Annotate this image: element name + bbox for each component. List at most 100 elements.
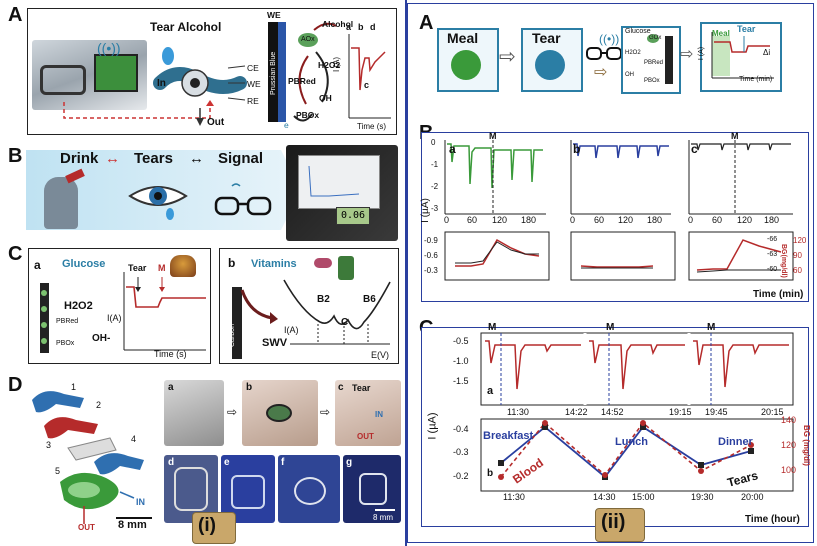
eye-icon [128,186,188,220]
plate-icon [451,50,481,80]
out-label: Out [207,117,225,128]
wifi-icon: ((•)) [97,40,121,56]
c-time-label: Time (s) [154,349,187,359]
gox-label: GOx [649,35,662,41]
photo-f [278,455,340,523]
result-tear: Tear [737,24,756,34]
ii-b-xa0: 0 [444,215,450,225]
swv-arrow [240,289,278,324]
photo-g [343,455,401,523]
c-pbox-label: PBOx [56,340,75,347]
ii-c-yt2: -1.5 [453,376,469,386]
glucose-label: Glucose [62,258,106,270]
ii-b-xc2: 120 [737,215,753,225]
c-ia-label: I(A) [107,313,122,323]
photo-f-label: f [281,457,285,468]
ii-panel-b-box [421,132,809,302]
photo-b [242,380,318,446]
c-tear-label: Tear [128,263,147,273]
ii-c-iua: I (µA) [426,412,439,440]
photo-a [164,380,224,446]
panel-c-letter: C [8,243,23,265]
pb-cycle-diagram [293,22,337,122]
photo-c-out: OUT [357,432,374,441]
ii-wifi-icon: ((•)) [599,32,620,46]
ii-b-xc3: 180 [764,215,780,225]
aox-label: AOx [301,36,315,43]
ii-b-bg-label: BG(mg/dl) [780,244,787,278]
ii-b-charts [444,140,794,281]
ii-electrode [665,36,673,84]
c-a-electrode [40,283,49,353]
ii-b-b: b [573,142,581,156]
chart-c-label: c [364,80,370,90]
ii-b-xb0: 0 [570,215,576,225]
gox-icon [647,34,659,43]
drop-icon [535,50,565,80]
carbon-electrode [232,287,242,359]
h2o2-label: H2O2 [318,60,341,70]
ii-c-tb3: 19:30 [691,492,714,502]
result-di: Δi [763,48,771,57]
section-ii: A Meal ⇨ Tear ((•)) ⇨ Glucose GOx H2O2 P… [407,0,817,546]
ii-c-tt2: 14:52 [601,407,624,417]
prussian-blue-label: Prussian Blue [270,51,277,95]
scale-bar [116,517,152,519]
ii-b-ytick-0: 0 [431,138,436,147]
meal-label: Meal [447,30,479,46]
photo-d-label: d [168,457,175,468]
ii-oh-label: OH [625,72,634,78]
section-i-label: (i) [198,515,216,536]
ii-c-m1: M [488,322,497,333]
glucose-chart [123,272,206,351]
arrow-ab: ⇨ [227,405,238,419]
result-ia: I (A) [698,46,706,61]
ii-b-xb1: 60 [594,215,605,225]
ii-c-tb4: 20:00 [741,492,764,502]
panel-d-letter: D [8,374,23,396]
panel-a-letter: A [8,4,23,26]
c-b-letter: b [228,256,236,270]
ii-b-y2-1: -0.6 [424,251,438,260]
e-label: e [284,120,289,130]
arrow-bc: ⇨ [320,405,331,419]
ii-c-bg-label: BG (mg/dl) [802,425,811,466]
ii-c-b: b [487,468,494,479]
ii-c-tt3: 19:15 [669,407,692,417]
ii-glucose-label: Glucose [625,28,651,35]
ii-b-xa3: 180 [521,215,537,225]
chart-a-label: a [346,22,352,32]
ii-b-xc0: 0 [688,215,694,225]
person-drinking [44,177,78,229]
c-vit-label: C [341,317,349,328]
ii-c-yt0: -0.5 [453,336,469,346]
ce-label: CE [247,63,259,73]
photo-g-scale: 8 mm [373,513,393,522]
photo-c [335,380,401,446]
ii-b-m2: M [731,131,739,141]
ii-c-tt5: 20:15 [761,407,784,417]
we-top-label: WE [267,10,281,20]
ii-b-y2-2: -0.3 [424,266,438,275]
d-n1: 1 [71,382,77,392]
ii-glasses-icon [586,47,622,60]
scale-label: 8 mm [118,519,147,531]
electrode-dots [41,290,47,344]
ii-c-m2: M [606,322,615,333]
breakfast-label: Breakfast [483,430,534,442]
photo-c-tear: Tear [352,383,371,393]
ii-c-tt0: 11:30 [507,407,529,417]
meal-box [437,28,499,92]
ii-b-c-y0: -66 [767,236,778,243]
d-n2: 2 [96,400,102,410]
carbon-label: Carbon [229,324,236,347]
section-divider [405,0,407,546]
swv-label: SWV [262,337,288,349]
c-ev-label: E(V) [371,350,389,360]
ii-b-bg-0: 120 [793,236,807,245]
arrow-sensor-chart: ⇨ [680,46,694,63]
ii-b-bg-2: 60 [793,266,802,275]
device-photo: 0.06 [286,145,398,241]
vitamin-bottle [338,256,354,280]
result-chart [711,32,774,79]
